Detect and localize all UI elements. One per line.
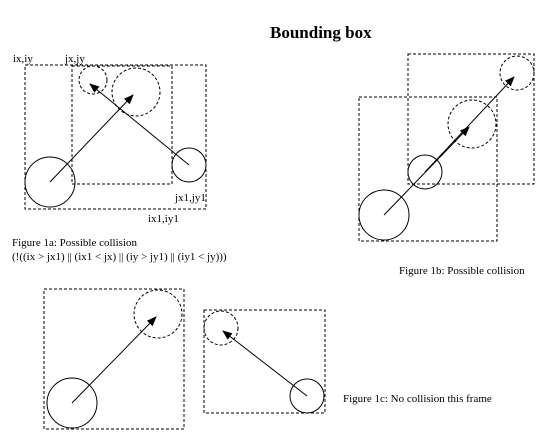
bbox-j <box>407 53 535 185</box>
object-start-circle-2 <box>289 378 325 414</box>
object-end-circle-2 <box>499 55 535 91</box>
figure-1c: Figure 1c: No collision this frame <box>43 288 492 430</box>
motion-arrow-2 <box>424 76 515 173</box>
object-end-circle-2 <box>78 65 108 95</box>
object-start-circle-2 <box>171 147 207 183</box>
motion-arrow-2 <box>89 83 190 166</box>
motion-arrow-2 <box>222 330 308 397</box>
caption-fig1c: Figure 1c: No collision this frame <box>343 393 492 405</box>
object-end-circle <box>111 67 161 117</box>
figure-1a: ix,iy jx,jy jx1,jy1 ix1,iy1 Figure 1a: P… <box>12 53 227 263</box>
bbox-i <box>358 96 498 242</box>
diagram-title: Bounding box <box>270 23 372 42</box>
bbox-i <box>24 64 207 210</box>
object-start-circle <box>46 377 98 429</box>
object-start-circle-2 <box>407 154 443 190</box>
bbox-j <box>71 65 173 185</box>
caption-fig1a: Figure 1a: Possible collision <box>12 237 137 249</box>
caption-fig1b: Figure 1b: Possible collision <box>399 265 525 277</box>
motion-arrow <box>71 316 157 404</box>
bbox-i <box>43 288 185 430</box>
motion-arrow <box>49 94 134 183</box>
object-start-circle <box>358 189 410 241</box>
label-jx1jy1: jx1,jy1 <box>174 192 206 204</box>
object-end-circle-2 <box>203 310 239 346</box>
object-start-circle <box>24 156 76 208</box>
label-ix1iy1: ix1,iy1 <box>148 213 179 225</box>
object-end-circle <box>447 99 497 149</box>
figure-1b: Figure 1b: Possible collision <box>358 53 535 277</box>
bbox-j <box>203 309 326 414</box>
label-jxjy: jx,jy <box>64 53 85 65</box>
caption-fig1a-condition: (!((ix > jx1) || (ix1 < jx) || (iy > jy1… <box>12 251 227 263</box>
object-end-circle <box>133 289 183 339</box>
label-ixiy: ix,iy <box>13 53 33 65</box>
